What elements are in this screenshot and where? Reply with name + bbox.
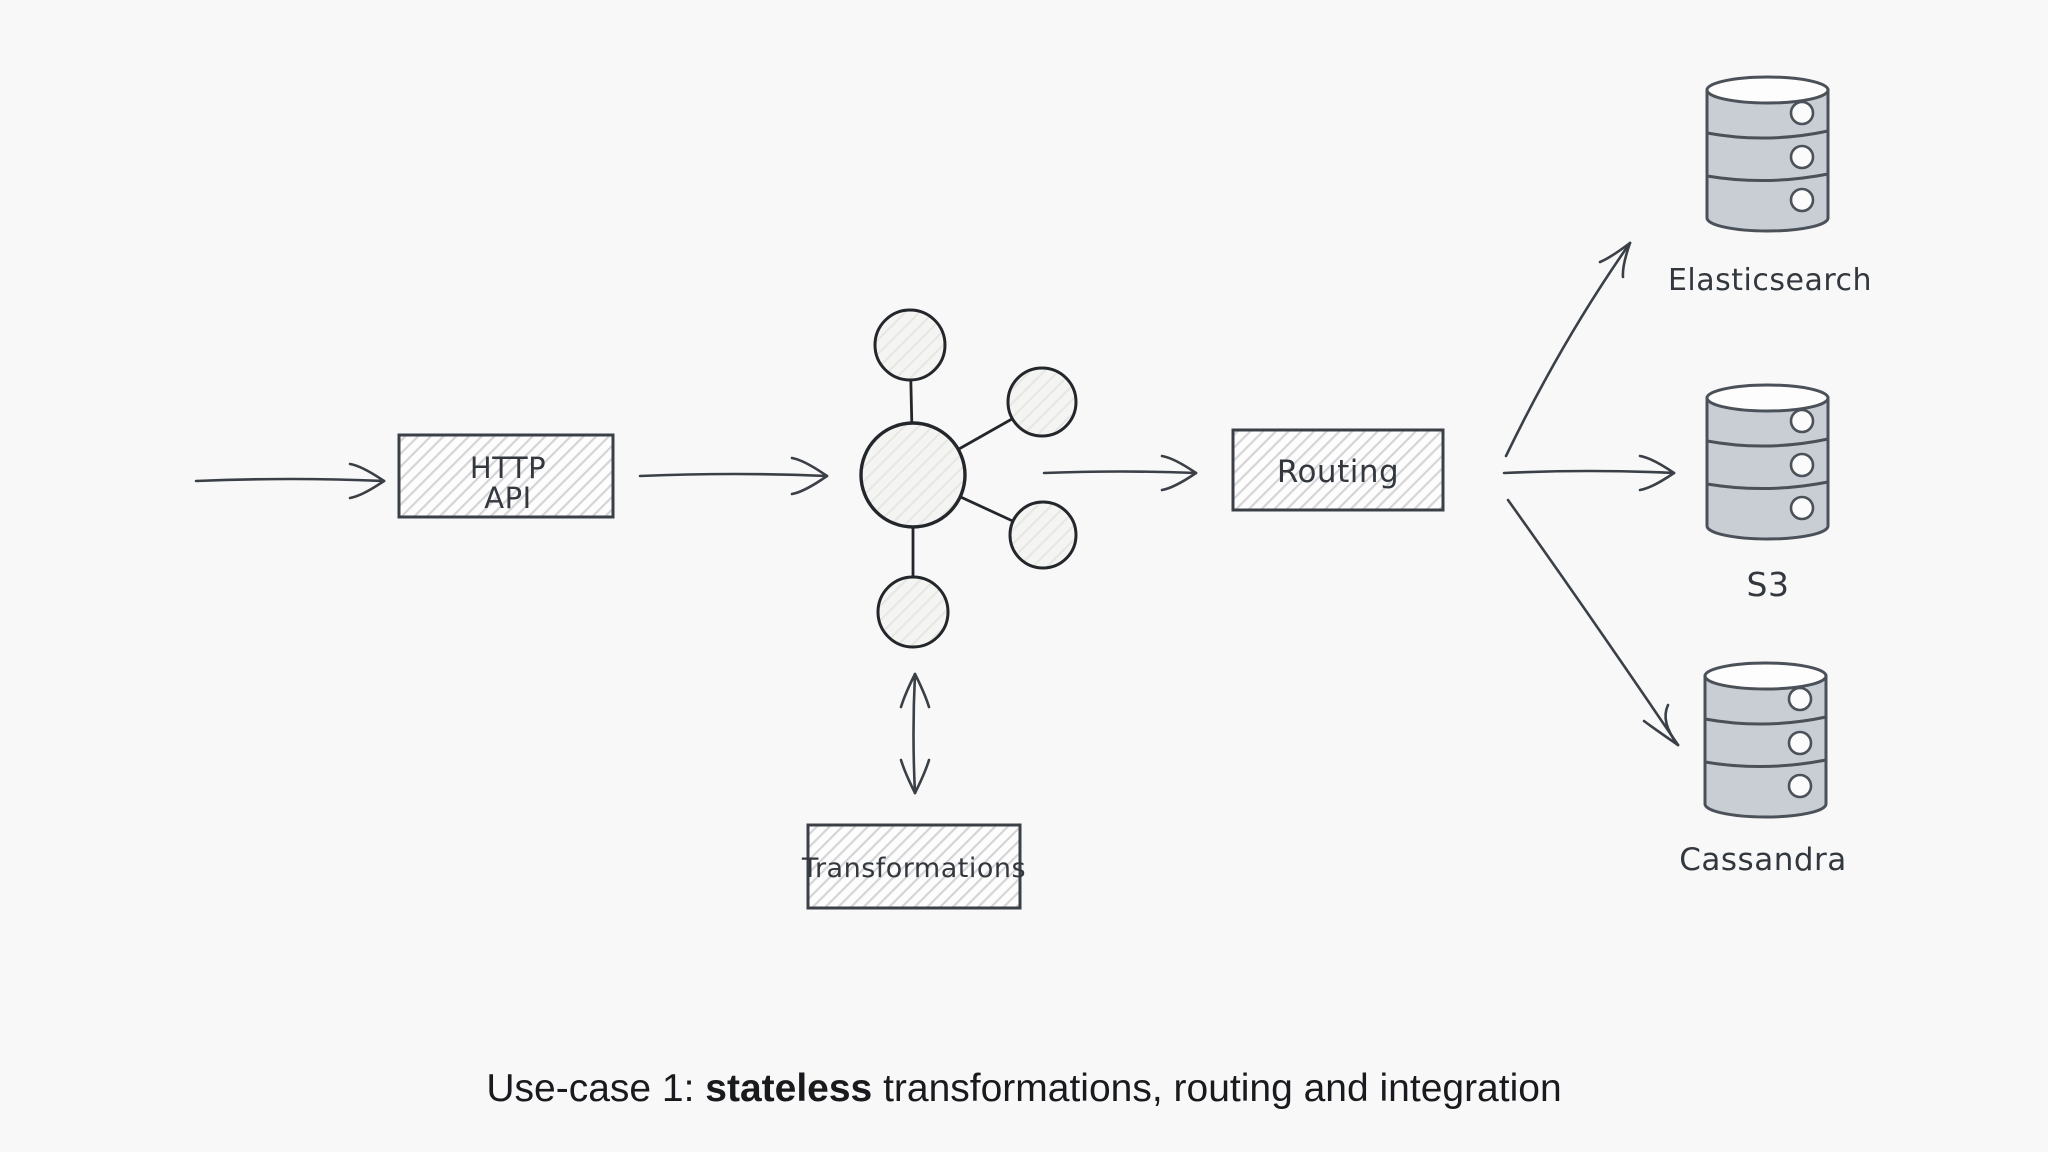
- arrow-routing-to-elasticsearch: [1504, 241, 1632, 458]
- hub-and-spoke-icon: [859, 308, 1078, 649]
- hub-satellite-lower-right: [1008, 500, 1078, 570]
- database-elasticsearch: Elasticsearch: [1668, 75, 1872, 298]
- caption-suffix: transformations, routing and integration: [872, 1067, 1562, 1110]
- cassandra-label: Cassandra: [1679, 842, 1847, 878]
- database-cylinder-icon: [1703, 661, 1828, 819]
- elasticsearch-label: Elasticsearch: [1668, 263, 1872, 298]
- database-cylinder-icon: [1705, 383, 1830, 541]
- database-s3: S3: [1705, 383, 1830, 604]
- transformations-label: Transformations: [801, 853, 1026, 884]
- node-http-api: HTTP API: [397, 433, 615, 519]
- routing-box: [1231, 428, 1445, 512]
- arrow-routing-to-cassandra: [1506, 498, 1680, 747]
- slide-caption: Use-case 1: stateless transformations, r…: [0, 1066, 2048, 1112]
- arrows-layer: [194, 241, 1680, 795]
- database-cassandra: Cassandra: [1679, 661, 1847, 878]
- routing-label: Routing: [1277, 454, 1399, 490]
- s3-label: S3: [1747, 565, 1790, 604]
- node-transformations: Transformations: [801, 823, 1026, 910]
- http-api-label-line1: HTTP: [470, 451, 546, 485]
- arrow-httpapi-to-hub: [638, 456, 829, 496]
- arrow-inbound: [194, 462, 386, 500]
- arrow-hub-to-routing: [1042, 454, 1198, 492]
- arrow-hub-transformations: [899, 672, 931, 795]
- hub-center-circle: [859, 421, 967, 529]
- node-routing: Routing: [1231, 428, 1445, 512]
- hub-satellite-bottom: [876, 575, 950, 649]
- caption-bold-word: stateless: [705, 1067, 873, 1110]
- database-cylinder-icon: [1705, 75, 1830, 233]
- transformations-box: [806, 823, 1022, 910]
- http-api-box: [397, 433, 615, 519]
- caption-prefix: Use-case 1:: [486, 1067, 706, 1110]
- arrow-routing-to-s3: [1502, 454, 1676, 492]
- hub-satellite-upper-right: [1006, 366, 1078, 438]
- hub-satellite-top: [873, 308, 947, 382]
- http-api-label-line2: API: [484, 481, 531, 515]
